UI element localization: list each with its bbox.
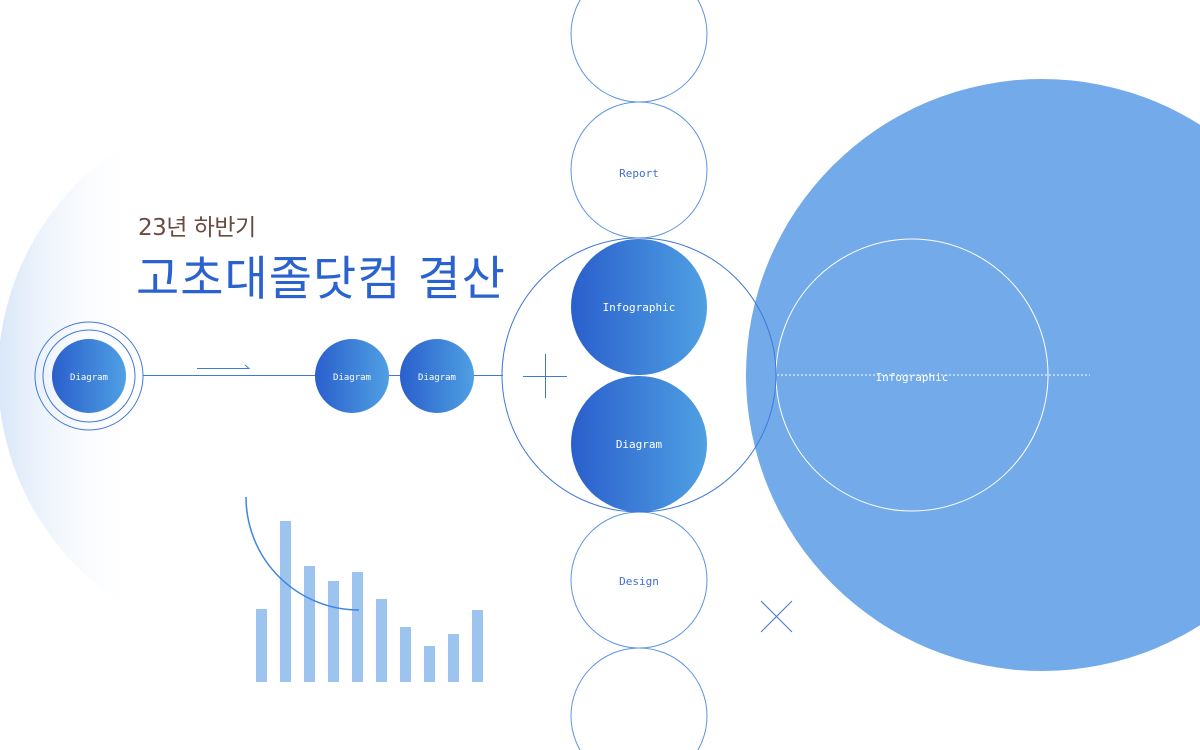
row-node-1-label: Diagram: [333, 373, 371, 383]
left-node-label: Diagram: [70, 373, 108, 383]
bar: [400, 627, 411, 682]
bar: [304, 566, 315, 682]
diagram-label: Diagram: [616, 438, 663, 451]
column-node-infographic: [571, 239, 707, 375]
row-node-2-label: Diagram: [418, 373, 456, 383]
cross-icon: [760, 600, 793, 633]
column-node-diagram: [571, 376, 707, 512]
report-label: Report: [619, 167, 659, 180]
design-label: Design: [619, 575, 659, 588]
bar: [448, 634, 459, 682]
bar: [472, 610, 483, 682]
central-ring: [501, 237, 777, 513]
bar: [424, 646, 435, 682]
left-inner-ring: [42, 329, 136, 423]
bar: [376, 599, 387, 682]
row-node-2: [400, 339, 474, 413]
left-outer-ring: [34, 321, 144, 431]
bar-chart: [256, 521, 483, 682]
plus-icon: [523, 354, 567, 398]
subtitle: 23년 하반기: [138, 215, 256, 241]
bar: [352, 572, 363, 682]
decorative-arc: [245, 496, 360, 611]
big-circle-label: Infographic: [876, 371, 949, 384]
column-circle-top: [570, 0, 708, 103]
infographic-label: Infographic: [603, 301, 676, 314]
bar: [280, 521, 291, 682]
bar: [256, 609, 267, 682]
row-node-1: [315, 339, 389, 413]
page-title: 고초대졸닷컴 결산: [136, 252, 506, 307]
bar: [328, 581, 339, 682]
arrow-right-icon: [197, 364, 251, 369]
left-node: [52, 339, 126, 413]
column-circle-bottom: [570, 647, 708, 750]
